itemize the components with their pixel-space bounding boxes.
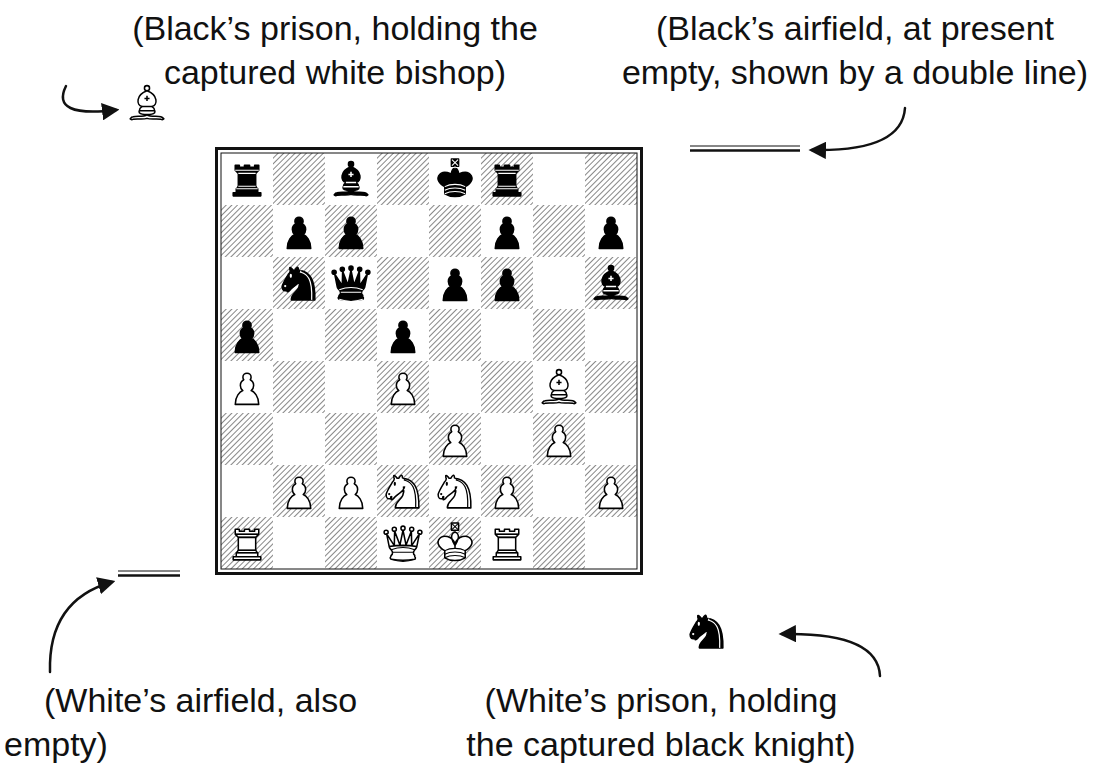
white-knight (386, 475, 419, 508)
captured-black-knight (690, 615, 723, 648)
black-king (438, 159, 472, 196)
black-pawn (391, 321, 415, 352)
white-knight (438, 475, 471, 508)
black-bishop (594, 266, 628, 300)
black-pawn (339, 217, 363, 248)
white-pawn (547, 425, 571, 456)
white-airfield (118, 571, 180, 576)
callout-label: (Black’s airfield, at present empty, sho… (610, 6, 1100, 94)
leader-arrow (812, 108, 905, 150)
callout-label: (White’s prison, holding the captured bl… (462, 678, 860, 766)
white-pieces (233, 370, 623, 562)
black-rook (493, 165, 521, 196)
leader-arrows (50, 86, 905, 676)
leader-arrow (63, 86, 116, 112)
black-pawn (495, 217, 519, 248)
white-pawn (599, 477, 623, 508)
white-pawn (443, 425, 467, 456)
black-pawn (287, 217, 311, 248)
white-rook (233, 529, 261, 560)
board-frame (217, 149, 642, 574)
white-pawn (287, 477, 311, 508)
black-pieces (233, 159, 628, 352)
white-rook (493, 529, 521, 560)
callout-label: (White’s airfield, also empty) (4, 678, 394, 766)
white-queen (384, 526, 422, 561)
black-knight (282, 267, 315, 300)
chess-board (217, 149, 642, 574)
board-squares (221, 153, 637, 569)
leader-arrow (782, 634, 880, 676)
white-pawn (339, 477, 363, 508)
black-pawn (235, 321, 259, 352)
black-queen (332, 266, 370, 301)
black-bishop (334, 162, 368, 196)
black-airfield (690, 146, 800, 151)
captured-white-bishop (130, 86, 164, 120)
callout-label: (Black’s prison, holding the captured wh… (100, 6, 570, 94)
leader-arrow (50, 582, 112, 672)
board-inner-edge (221, 153, 637, 569)
white-bishop (542, 370, 576, 404)
white-king (438, 523, 472, 560)
white-pawn (235, 373, 259, 404)
black-pawn (443, 269, 467, 300)
white-pawn (391, 373, 415, 404)
black-rook (233, 165, 261, 196)
black-pawn (495, 269, 519, 300)
white-pawn (495, 477, 519, 508)
black-pawn (599, 217, 623, 248)
